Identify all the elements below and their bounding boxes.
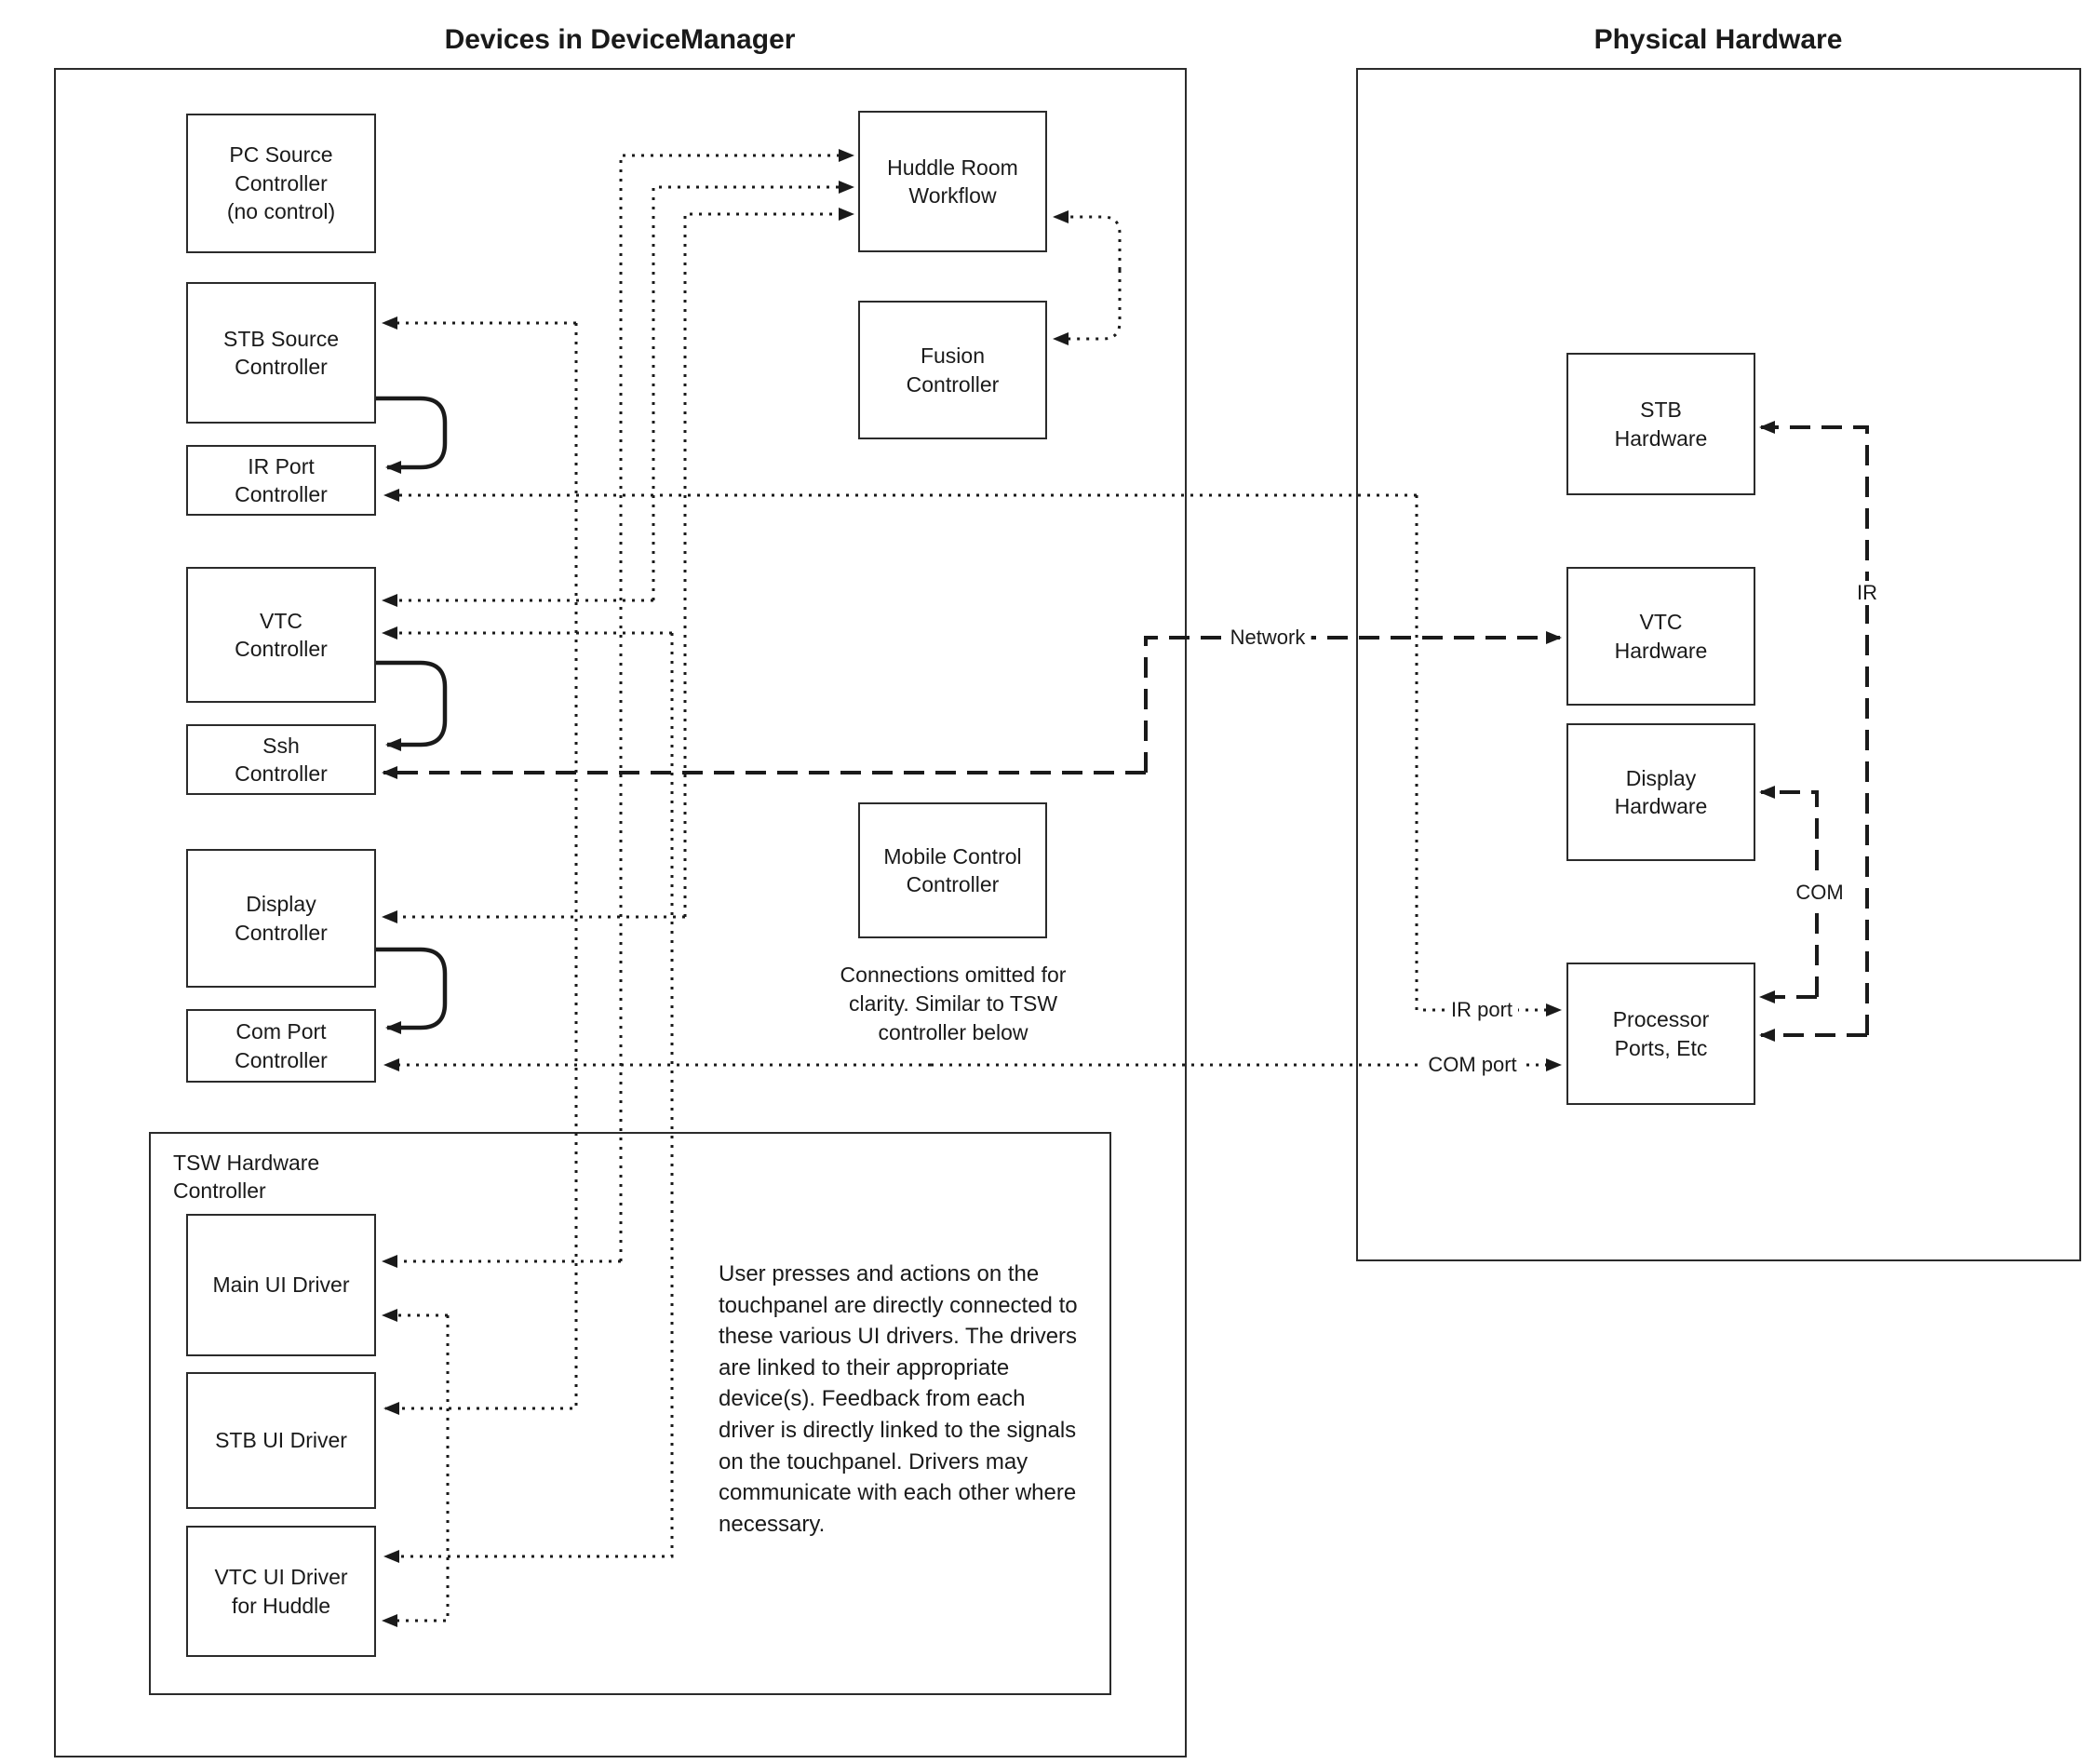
- vtc-hardware-box: VTC Hardware: [1566, 567, 1755, 706]
- device-manager-container: [54, 68, 1187, 1757]
- ssh-controller-box: Ssh Controller: [186, 724, 376, 795]
- com-port-label: COM port: [1422, 1053, 1523, 1077]
- network-label: Network: [1224, 626, 1311, 650]
- mobile-control-controller-box: Mobile Control Controller: [858, 802, 1047, 938]
- physical-hardware-title: Physical Hardware: [1593, 24, 1843, 55]
- display-hardware-box: Display Hardware: [1566, 723, 1755, 861]
- connections-omitted-note: Connections omitted for clarity. Similar…: [840, 963, 1067, 1045]
- tsw-hardware-controller-label: TSW Hardware Controller: [173, 1151, 320, 1204]
- display-controller-box: Display Controller: [186, 849, 376, 988]
- ir-label: IR: [1851, 581, 1883, 605]
- com-port-controller-box: Com Port Controller: [186, 1009, 376, 1083]
- com-label: COM: [1790, 881, 1849, 905]
- processor-ports-box: Processor Ports, Etc: [1566, 963, 1755, 1105]
- vtc-ui-driver-box: VTC UI Driver for Huddle: [186, 1526, 376, 1657]
- device-manager-title: Devices in DeviceManager: [444, 24, 796, 55]
- ir-port-controller-box: IR Port Controller: [186, 445, 376, 516]
- stb-hardware-box: STB Hardware: [1566, 353, 1755, 495]
- fusion-controller-box: Fusion Controller: [858, 301, 1047, 439]
- ir-port-label: IR port: [1445, 998, 1519, 1022]
- pc-source-controller-box: PC Source Controller (no control): [186, 114, 376, 253]
- main-ui-driver-box: Main UI Driver: [186, 1214, 376, 1356]
- tsw-description-text: User presses and actions on the touchpan…: [719, 1261, 1078, 1537]
- huddle-room-workflow-box: Huddle Room Workflow: [858, 111, 1047, 252]
- stb-source-controller-box: STB Source Controller: [186, 282, 376, 424]
- stb-ui-driver-box: STB UI Driver: [186, 1372, 376, 1509]
- vtc-controller-box: VTC Controller: [186, 567, 376, 703]
